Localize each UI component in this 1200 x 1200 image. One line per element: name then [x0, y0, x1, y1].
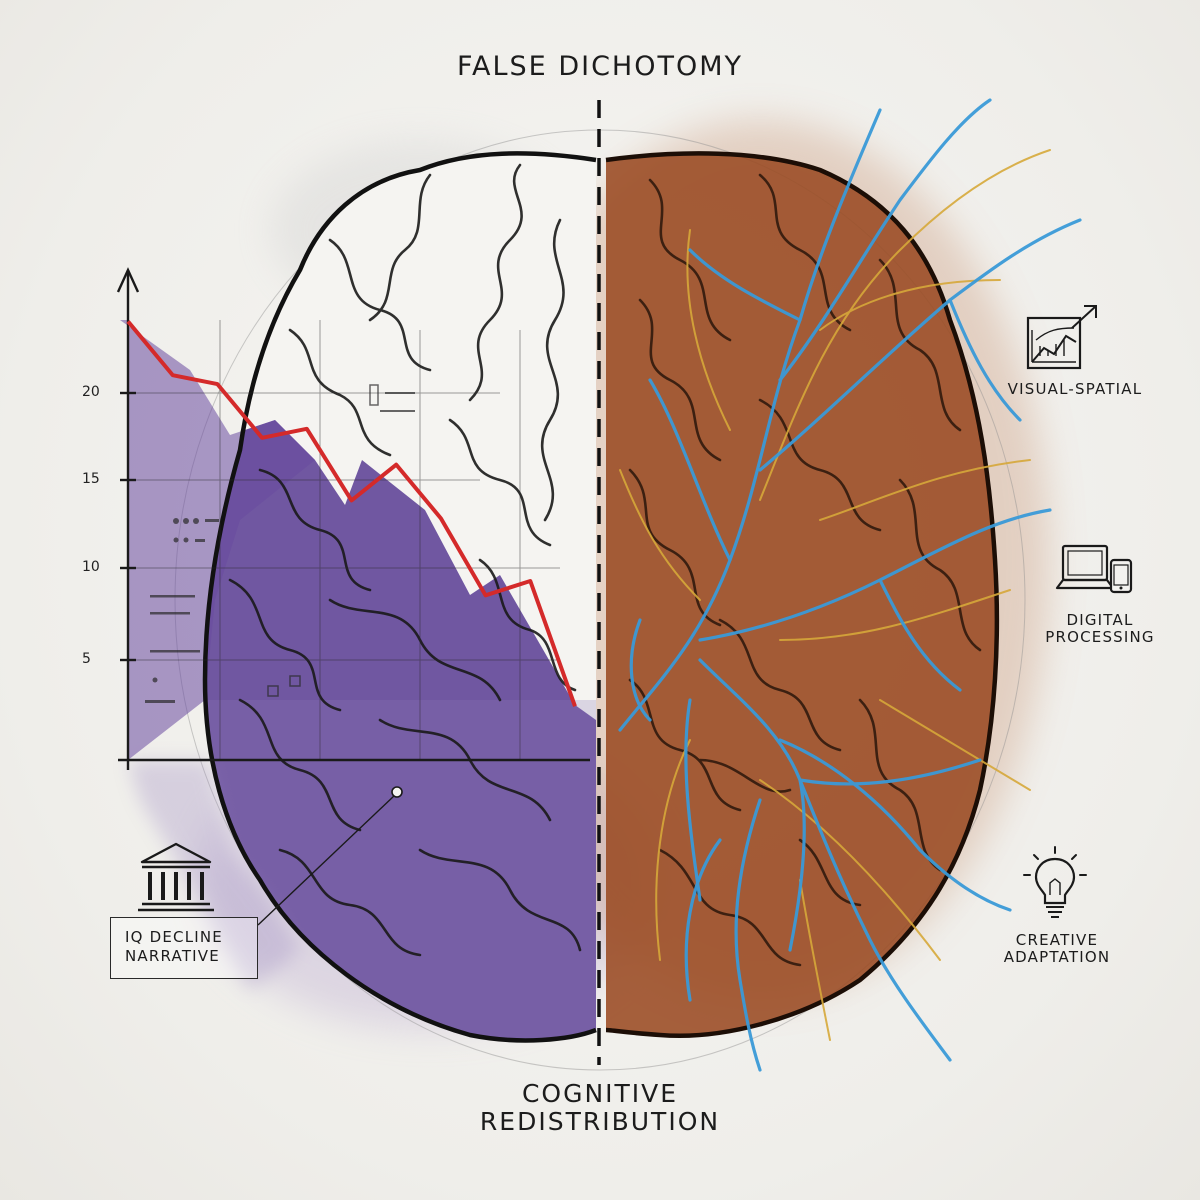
- visual-spatial-chart-icon: [1022, 300, 1102, 372]
- classical-building-icon: [136, 838, 216, 914]
- left-hemisphere-outline: [202, 151, 597, 1043]
- digital-processing-line2: PROCESSING: [1045, 627, 1155, 646]
- bottom-title-line1: COGNITIVE: [521, 1079, 679, 1108]
- bottom-title: COGNITIVE REDISTRIBUTION: [0, 1080, 1200, 1135]
- iq-pointer-line: [257, 794, 396, 926]
- right-hemisphere-outline: [605, 151, 1000, 1038]
- y-tick-label: 20: [82, 384, 100, 400]
- y-tick-label: 10: [82, 559, 100, 575]
- laptop-phone-icon: [1055, 540, 1137, 600]
- chart-grid: [128, 320, 560, 760]
- digital-processing-label: DIGITAL PROCESSING: [1010, 612, 1190, 645]
- digital-processing-line1: DIGITAL: [1066, 611, 1134, 629]
- lightbulb-icon: [1020, 845, 1090, 921]
- y-tick-label: 5: [82, 651, 91, 667]
- y-tick-label: 15: [82, 471, 100, 487]
- right-gyri: [628, 173, 982, 967]
- creative-adaptation-line2: ADAPTATION: [1003, 947, 1111, 966]
- creative-adaptation-line1: CREATIVE: [1015, 931, 1099, 949]
- left-gyri: [228, 163, 582, 957]
- right-hemisphere-fill: [606, 153, 997, 1036]
- chart-marginalia: [145, 384, 415, 703]
- y-axis-arrow: [116, 267, 140, 293]
- visual-spatial-label: VISUAL-SPATIAL: [985, 381, 1165, 398]
- creative-adaptation-label: CREATIVE ADAPTATION: [967, 932, 1147, 965]
- chart-series: [126, 320, 577, 707]
- visual-spatial-line1: VISUAL-SPATIAL: [1007, 380, 1143, 398]
- chart-axes: [116, 267, 590, 770]
- iq-decline-line2: NARRATIVE: [125, 946, 220, 965]
- iq-decline-line1: IQ DECLINE: [125, 928, 223, 946]
- neural-veins: [618, 98, 1082, 1072]
- page-title: FALSE DICHOTOMY: [456, 51, 744, 82]
- iq-pointer-dot: [391, 786, 403, 798]
- bottom-title-line2: REDISTRIBUTION: [479, 1106, 721, 1136]
- iq-decline-label: IQ DECLINE NARRATIVE: [110, 917, 258, 979]
